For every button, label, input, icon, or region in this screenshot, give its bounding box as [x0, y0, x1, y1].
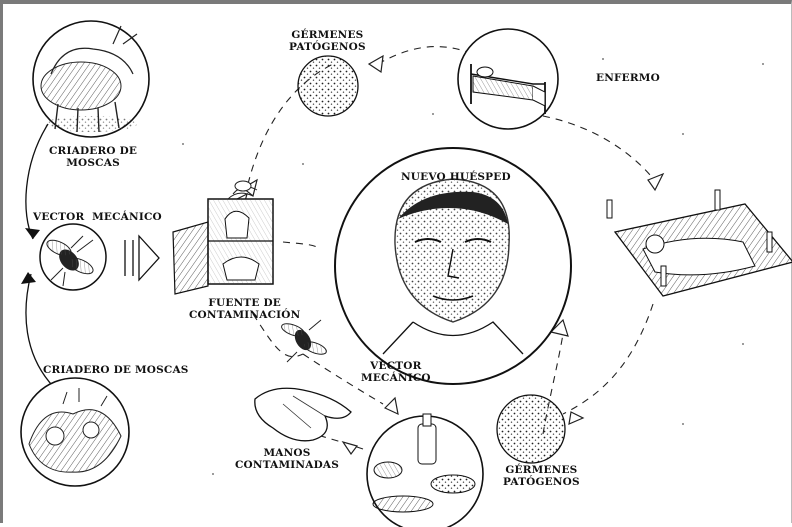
arrowhead-right-top — [648, 174, 663, 190]
label-enfermo: ENFERMO — [596, 72, 660, 84]
contaminated-hand — [255, 388, 351, 441]
label-nuevo-huesped: NUEVO HUÉSPED — [401, 171, 511, 183]
arrowhead-left-up — [25, 228, 40, 239]
path-germs-to-bed — [378, 47, 473, 64]
label-vector-center: VECTOR MECÁNICO — [361, 360, 431, 384]
path-kitchen-stain — [283, 242, 321, 249]
contamination-cycle-drawing — [3, 4, 792, 527]
fly-circle — [40, 224, 106, 290]
label-criadero-bottom-text: CRIADERO DE MOSCAS — [43, 364, 189, 376]
label-nuevo-huesped-text: NUEVO HUÉSPED — [401, 171, 511, 183]
deceased-blanket — [607, 190, 792, 296]
label-vector-center-line1: VECTOR — [361, 360, 431, 372]
label-germs-bottom-line2: PATÓGENOS — [503, 476, 580, 488]
new-host-face-circle — [335, 148, 571, 384]
label-enfermo-text: ENFERMO — [596, 72, 660, 84]
label-criadero-top-line1: CRIADERO DE — [49, 145, 137, 157]
label-criadero-top: CRIADERO DE MOSCAS — [49, 145, 137, 169]
arrowhead-left-down — [21, 272, 36, 284]
path-bed-to-patient — [543, 116, 651, 176]
label-fuente: FUENTE DE CONTAMINACIÓN — [189, 297, 300, 321]
arrowhead-top — [369, 56, 383, 72]
trash-circle — [21, 378, 129, 486]
food-circle — [367, 414, 483, 527]
arrowhead-bottom-left — [343, 442, 357, 454]
food-cupboard — [173, 181, 273, 294]
label-manos-line2: CONTAMINADAS — [235, 459, 339, 471]
label-criadero-bottom: CRIADERO DE MOSCAS — [43, 364, 189, 376]
label-germs-top-line2: PATÓGENOS — [289, 41, 366, 53]
label-vector-left: VECTOR MECÁNICO — [33, 211, 162, 223]
bed-circle — [458, 29, 558, 129]
arrowhead-bottom-right — [569, 412, 583, 424]
label-germs-top-line1: GÉRMENES — [289, 29, 366, 41]
right-double-arrow — [125, 236, 159, 280]
label-vector-left-text: VECTOR MECÁNICO — [33, 211, 162, 223]
germs-circle-top — [298, 56, 358, 116]
label-germs-bottom: GÉRMENES PATÓGENOS — [503, 464, 580, 488]
label-fuente-line1: FUENTE DE — [189, 297, 300, 309]
label-criadero-top-line2: MOSCAS — [49, 157, 137, 169]
label-germs-top: GÉRMENES PATÓGENOS — [289, 29, 366, 53]
left-arrowheads — [21, 228, 40, 284]
germs-circle-bottom — [497, 395, 565, 463]
path-patient-to-germs — [563, 304, 653, 414]
label-fuente-line2: CONTAMINACIÓN — [189, 309, 300, 321]
label-germs-bottom-line1: GÉRMENES — [503, 464, 580, 476]
label-vector-center-line2: MECÁNICO — [361, 372, 431, 384]
cattle-circle — [33, 21, 149, 137]
arrowhead-bottom — [385, 398, 398, 414]
label-manos-line1: MANOS — [235, 447, 339, 459]
label-manos: MANOS CONTAMINADAS — [235, 447, 339, 471]
